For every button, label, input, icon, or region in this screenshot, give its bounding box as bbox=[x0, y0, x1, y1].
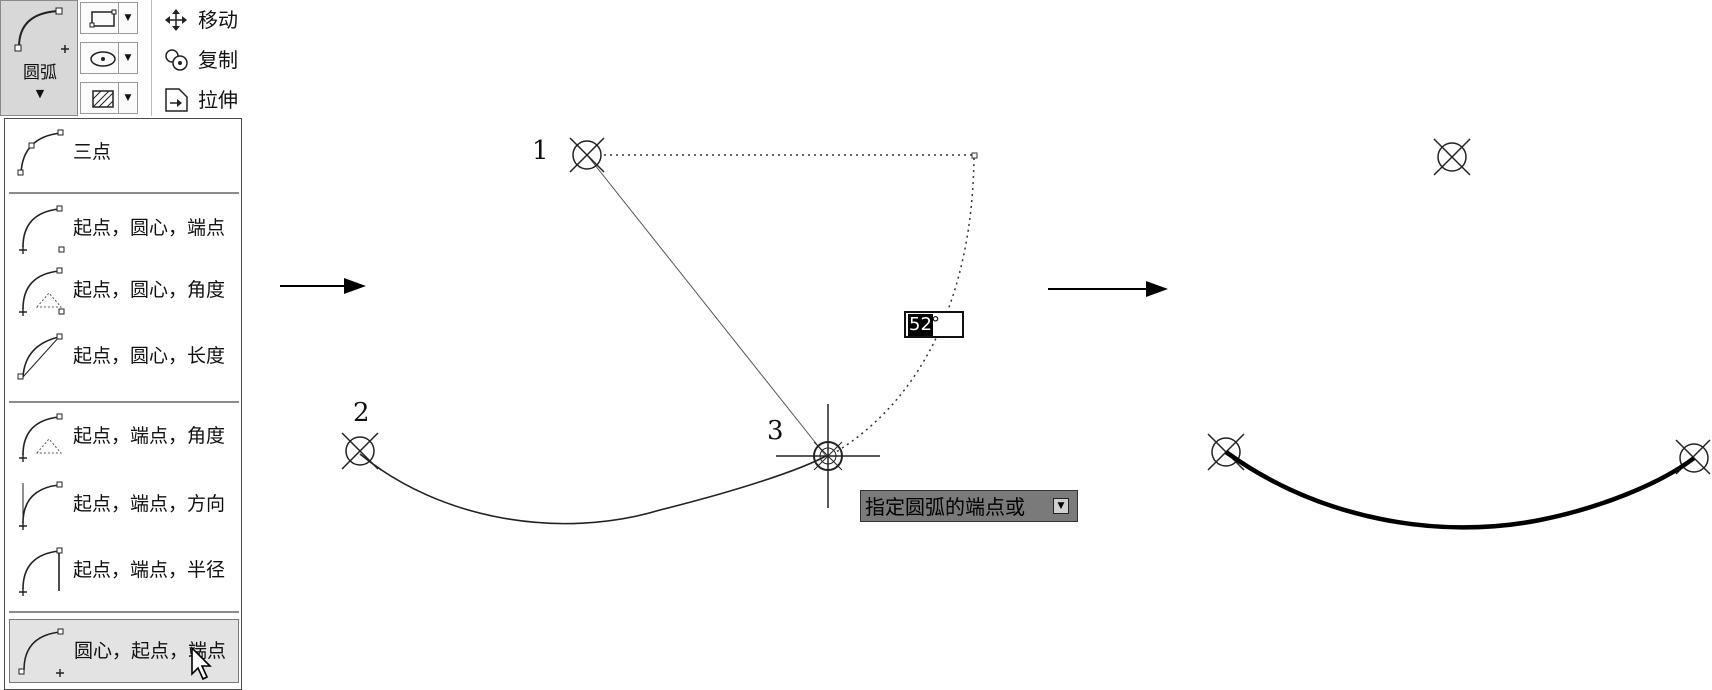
command-prompt-tooltip: 指定圆弧的端点或 ▼ bbox=[860, 490, 1078, 522]
copy-label: 复制 bbox=[198, 48, 238, 72]
menu-item-label: 圆心，起点，端点 bbox=[74, 640, 227, 662]
arc-three-point-icon bbox=[17, 129, 64, 176]
arc-center-start-end-icon bbox=[18, 628, 64, 677]
angle-unit: ° bbox=[931, 313, 940, 334]
hatch-button[interactable]: ▼ bbox=[80, 82, 138, 114]
menu-item-start-end-angle[interactable]: 起点，端点，角度 bbox=[9, 407, 239, 465]
menu-item-label: 起点，端点，方向 bbox=[73, 493, 226, 515]
preview-arc bbox=[835, 157, 975, 453]
move-label: 移动 bbox=[198, 8, 238, 32]
copy-icon bbox=[165, 49, 188, 71]
point-label-1: 1 bbox=[532, 136, 549, 166]
move-icon bbox=[165, 9, 187, 31]
crosshair-cursor bbox=[776, 404, 880, 508]
radius-line bbox=[586, 154, 827, 457]
arc-start-center-length-icon bbox=[17, 333, 63, 380]
stretch-button[interactable]: 拉伸 bbox=[160, 84, 250, 116]
menu-item-label: 三点 bbox=[73, 141, 112, 163]
center-point-marker-1 bbox=[569, 137, 605, 173]
rectangle-icon bbox=[89, 9, 117, 28]
arc-existing bbox=[359, 453, 827, 525]
menu-item-start-center-length[interactable]: 起点，圆心，长度 bbox=[9, 327, 239, 385]
ribbon-divider bbox=[151, 0, 152, 116]
mouse-cursor-icon bbox=[191, 646, 212, 681]
menu-item-start-end-radius[interactable]: 起点，端点，半径 bbox=[9, 541, 239, 599]
menu-item-three-point[interactable]: 三点 bbox=[9, 123, 239, 181]
menu-item-label: 起点，端点，角度 bbox=[73, 425, 226, 447]
ellipse-button[interactable]: ▼ bbox=[80, 42, 138, 74]
hatch-icon bbox=[92, 90, 114, 108]
menu-item-start-center-end[interactable]: 起点，圆心，端点 bbox=[9, 199, 239, 257]
options-down-icon[interactable]: ▼ bbox=[1053, 498, 1069, 514]
copy-button[interactable]: 复制 bbox=[160, 44, 250, 76]
ellipse-icon bbox=[90, 51, 116, 67]
chevron-down-icon[interactable]: ▼ bbox=[118, 83, 137, 113]
angle-value: 52 bbox=[908, 314, 933, 336]
prompt-text: 指定圆弧的端点或 bbox=[865, 495, 1025, 519]
menu-item-start-end-direction[interactable]: 起点，端点，方向 bbox=[9, 475, 239, 533]
menu-separator bbox=[9, 611, 239, 613]
menu-item-label: 起点，圆心，角度 bbox=[73, 279, 226, 301]
stretch-label: 拉伸 bbox=[198, 88, 238, 112]
chevron-down-icon[interactable]: ▼ bbox=[118, 3, 137, 33]
menu-item-label: 起点，端点，半径 bbox=[73, 559, 226, 581]
menu-item-label: 起点，圆心，长度 bbox=[73, 345, 226, 367]
arc-start-center-angle-icon bbox=[19, 267, 65, 316]
arc-button[interactable]: 圆弧 ▼ bbox=[0, 0, 78, 116]
menu-separator bbox=[9, 192, 239, 194]
menu-item-label: 起点，圆心，端点 bbox=[73, 217, 226, 239]
start-point-marker-2 bbox=[341, 432, 379, 470]
arc-start-end-radius-icon bbox=[19, 547, 63, 596]
menu-item-center-start-end[interactable]: 圆心，起点，端点 bbox=[9, 619, 239, 683]
menu-item-start-center-angle[interactable]: 起点，圆心，角度 bbox=[9, 261, 239, 319]
stretch-icon bbox=[165, 88, 188, 112]
step-arrow-2 bbox=[1048, 281, 1168, 297]
arc-button-label: 圆弧 bbox=[23, 63, 57, 83]
point-label-2: 2 bbox=[353, 398, 370, 428]
chevron-down-icon: ▼ bbox=[35, 87, 45, 100]
point-label-3: 3 bbox=[767, 416, 784, 446]
arc-start-end-direction-icon bbox=[19, 481, 63, 530]
move-button[interactable]: 移动 bbox=[160, 4, 250, 36]
rectangle-button[interactable]: ▼ bbox=[80, 2, 138, 34]
arc-start-end-angle-icon bbox=[19, 413, 63, 462]
arc-start-center-end-icon bbox=[19, 205, 65, 254]
angle-input[interactable]: 52 ° bbox=[904, 311, 964, 338]
arc-result bbox=[1224, 450, 1696, 530]
chevron-down-icon[interactable]: ▼ bbox=[118, 43, 137, 73]
guide-endpoint bbox=[971, 152, 978, 159]
menu-separator bbox=[9, 401, 239, 403]
center-point-marker-result bbox=[1433, 138, 1471, 176]
arc-dropdown-menu: 三点 起点，圆心，端点 起点，圆心，角度 起点，圆心，长度 bbox=[4, 118, 242, 690]
arc-icon bbox=[14, 7, 69, 53]
step-arrow-1 bbox=[280, 278, 366, 294]
